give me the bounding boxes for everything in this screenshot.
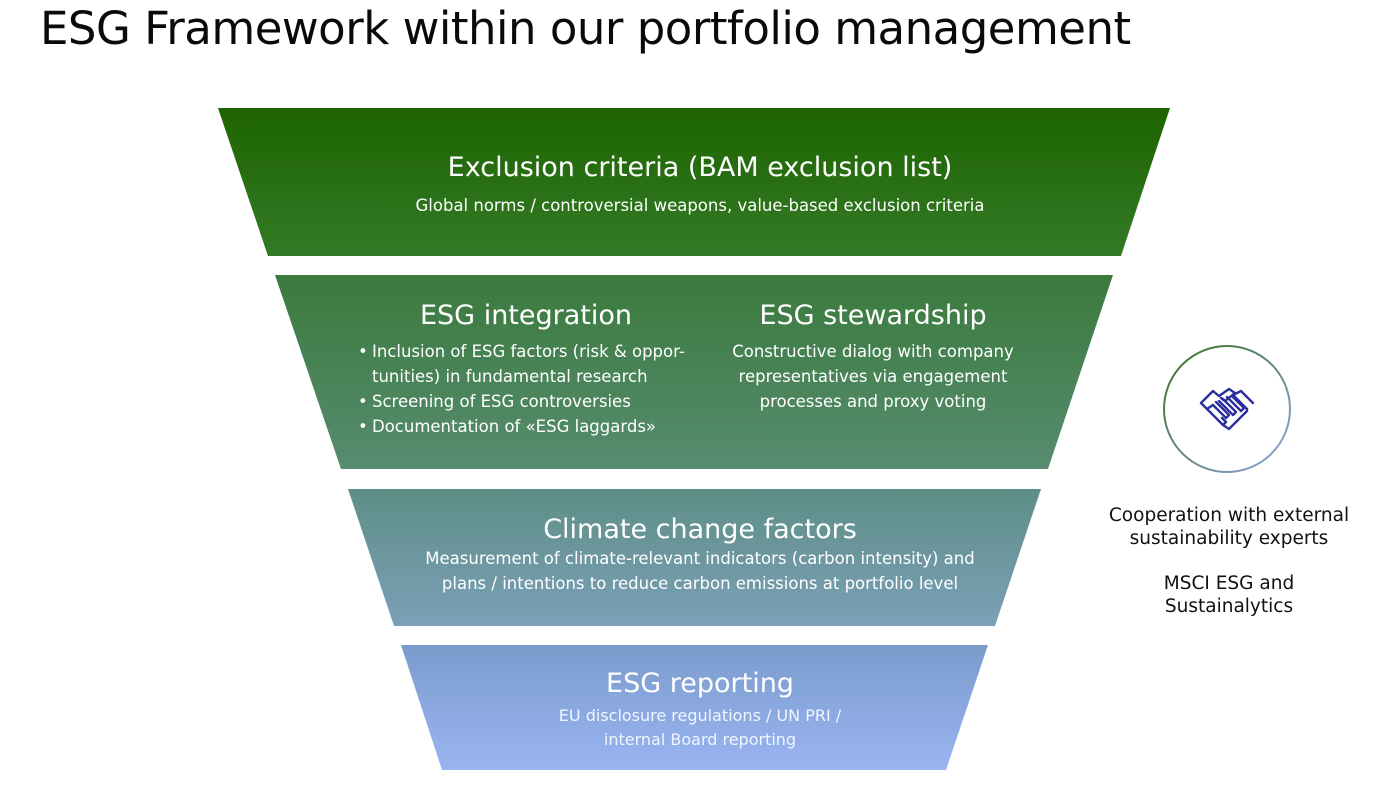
reporting-line: EU disclosure regulations / UN PRI / (558, 706, 842, 725)
exclusion-heading: Exclusion criteria (BAM exclusion list) (447, 152, 953, 183)
handshake-badge (1163, 345, 1291, 473)
funnel-tier-reporting (401, 645, 988, 770)
climate-line: Measurement of climate-relevant indicato… (425, 549, 975, 568)
integration-bullet: Inclusion of ESG factors (risk & oppor- … (358, 339, 708, 389)
provider-line: MSCI ESG and (1163, 573, 1295, 594)
integration-bullet-line: Documentation of «ESG laggards» (372, 417, 657, 436)
reporting-line: internal Board reporting (603, 730, 797, 749)
exclusion-description: Global norms / controversial weapons, va… (415, 196, 985, 215)
reporting-heading: ESG reporting (606, 668, 794, 699)
climate-line: plans / intentions to reduce carbon emis… (441, 574, 959, 593)
integration-bullet: Screening of ESG controversies (358, 389, 708, 414)
handshake-icon (1199, 387, 1255, 431)
integration-bullet-line: Screening of ESG controversies (372, 392, 631, 411)
stewardship-heading: ESG stewardship (759, 300, 987, 331)
funnel-tier-climate (348, 489, 1041, 626)
climate-heading: Climate change factors (543, 514, 857, 545)
integration-bullet-line: Inclusion of ESG factors (risk & oppor- (372, 342, 685, 361)
funnel-tier-exclusion (218, 108, 1170, 256)
stewardship-line: representatives via engagement (738, 367, 1008, 386)
integration-bullet-list: Inclusion of ESG factors (risk & oppor- … (358, 339, 708, 439)
cooperation-line: Cooperation with external (1108, 505, 1350, 526)
page-title: ESG Framework within our portfolio manag… (40, 2, 1131, 55)
stewardship-line: Constructive dialog with company (732, 342, 1014, 361)
provider-line: Sustainalytics (1164, 596, 1294, 617)
integration-bullet-line: tunities) in fundamental research (372, 367, 648, 386)
stewardship-line: processes and proxy voting (759, 392, 987, 411)
integration-bullet: Documentation of «ESG laggards» (358, 414, 708, 439)
integration-heading: ESG integration (419, 300, 633, 331)
cooperation-line: sustainability experts (1129, 528, 1329, 549)
